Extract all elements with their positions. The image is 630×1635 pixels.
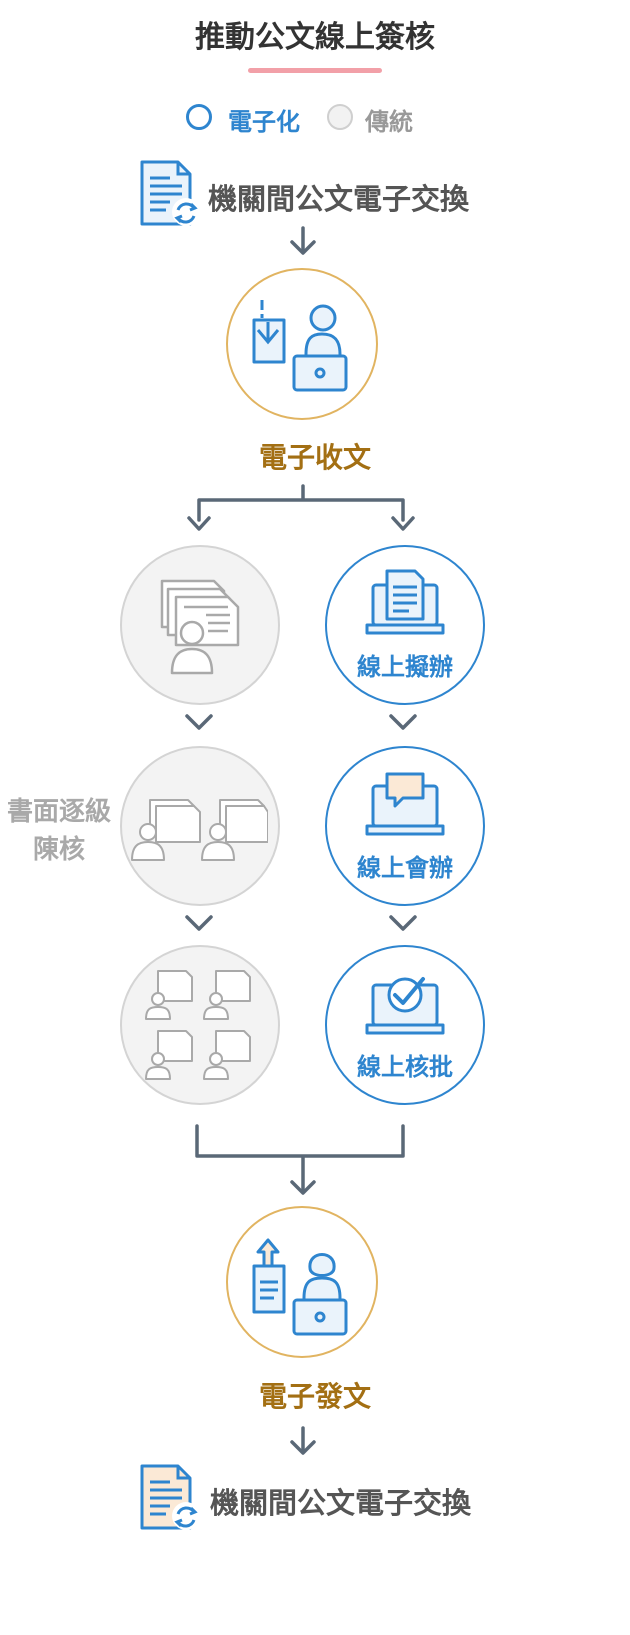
exchange-top-row: 機關間公文電子交換 [0, 158, 630, 230]
chevron-down-icon [389, 915, 417, 931]
side-label-line2: 陳核 [32, 835, 85, 865]
draft-circle: 線上擬辦 [325, 545, 485, 705]
legend: 電子化 傳統 [0, 100, 630, 140]
approve-label: 線上核批 [357, 1053, 453, 1081]
exchange-top-label: 機關間公文電子交換 [208, 182, 470, 216]
traditional-legend-icon [327, 104, 353, 130]
traditional-step-2-circle [120, 746, 280, 906]
dispatch-circle [226, 1206, 378, 1358]
chevron-down-icon [185, 915, 213, 931]
draft-label: 線上擬辦 [357, 653, 453, 681]
arrow-down-icon [290, 1426, 316, 1455]
person-documents-icon [160, 579, 240, 675]
two-persons-documents-icon [131, 799, 268, 861]
chevron-down-icon [389, 714, 417, 730]
electronic-legend-icon [186, 104, 212, 130]
side-label-line1: 書面逐級 [6, 797, 111, 827]
traditional-step-1-circle [120, 545, 280, 705]
arrow-down-icon [187, 516, 211, 531]
legend-electronic: 電子化 [228, 108, 300, 136]
chevron-down-icon [185, 714, 213, 730]
receive-circle [226, 268, 378, 420]
laptop-chat-icon [365, 772, 445, 836]
page-title: 推動公文線上簽核 [195, 20, 435, 55]
title-underline [248, 68, 382, 73]
arrow-down-icon [290, 1180, 316, 1195]
document-refresh-icon [140, 1464, 200, 1530]
laptop-check-icon [365, 977, 445, 1035]
exchange-bottom-label: 機關間公文電子交換 [210, 1486, 472, 1520]
approve-circle: 線上核批 [325, 945, 485, 1105]
receive-document-person-icon [252, 300, 348, 392]
legend-traditional: 傳統 [365, 108, 413, 136]
dispatch-document-person-icon [252, 1238, 348, 1336]
traditional-side-label: 書面逐級 陳核 [0, 793, 118, 869]
four-persons-documents-icon [145, 970, 251, 1080]
traditional-step-3-circle [120, 945, 280, 1105]
document-refresh-icon [140, 160, 200, 226]
arrow-down-icon [391, 516, 415, 531]
arrow-down-icon [290, 226, 316, 255]
dispatch-label: 電子發文 [258, 1380, 371, 1413]
countersign-circle: 線上會辦 [325, 746, 485, 906]
laptop-document-icon [365, 569, 445, 635]
receive-label: 電子收文 [258, 441, 371, 474]
exchange-bottom-row: 機關間公文電子交換 [0, 1462, 630, 1534]
countersign-label: 線上會辦 [357, 854, 453, 882]
